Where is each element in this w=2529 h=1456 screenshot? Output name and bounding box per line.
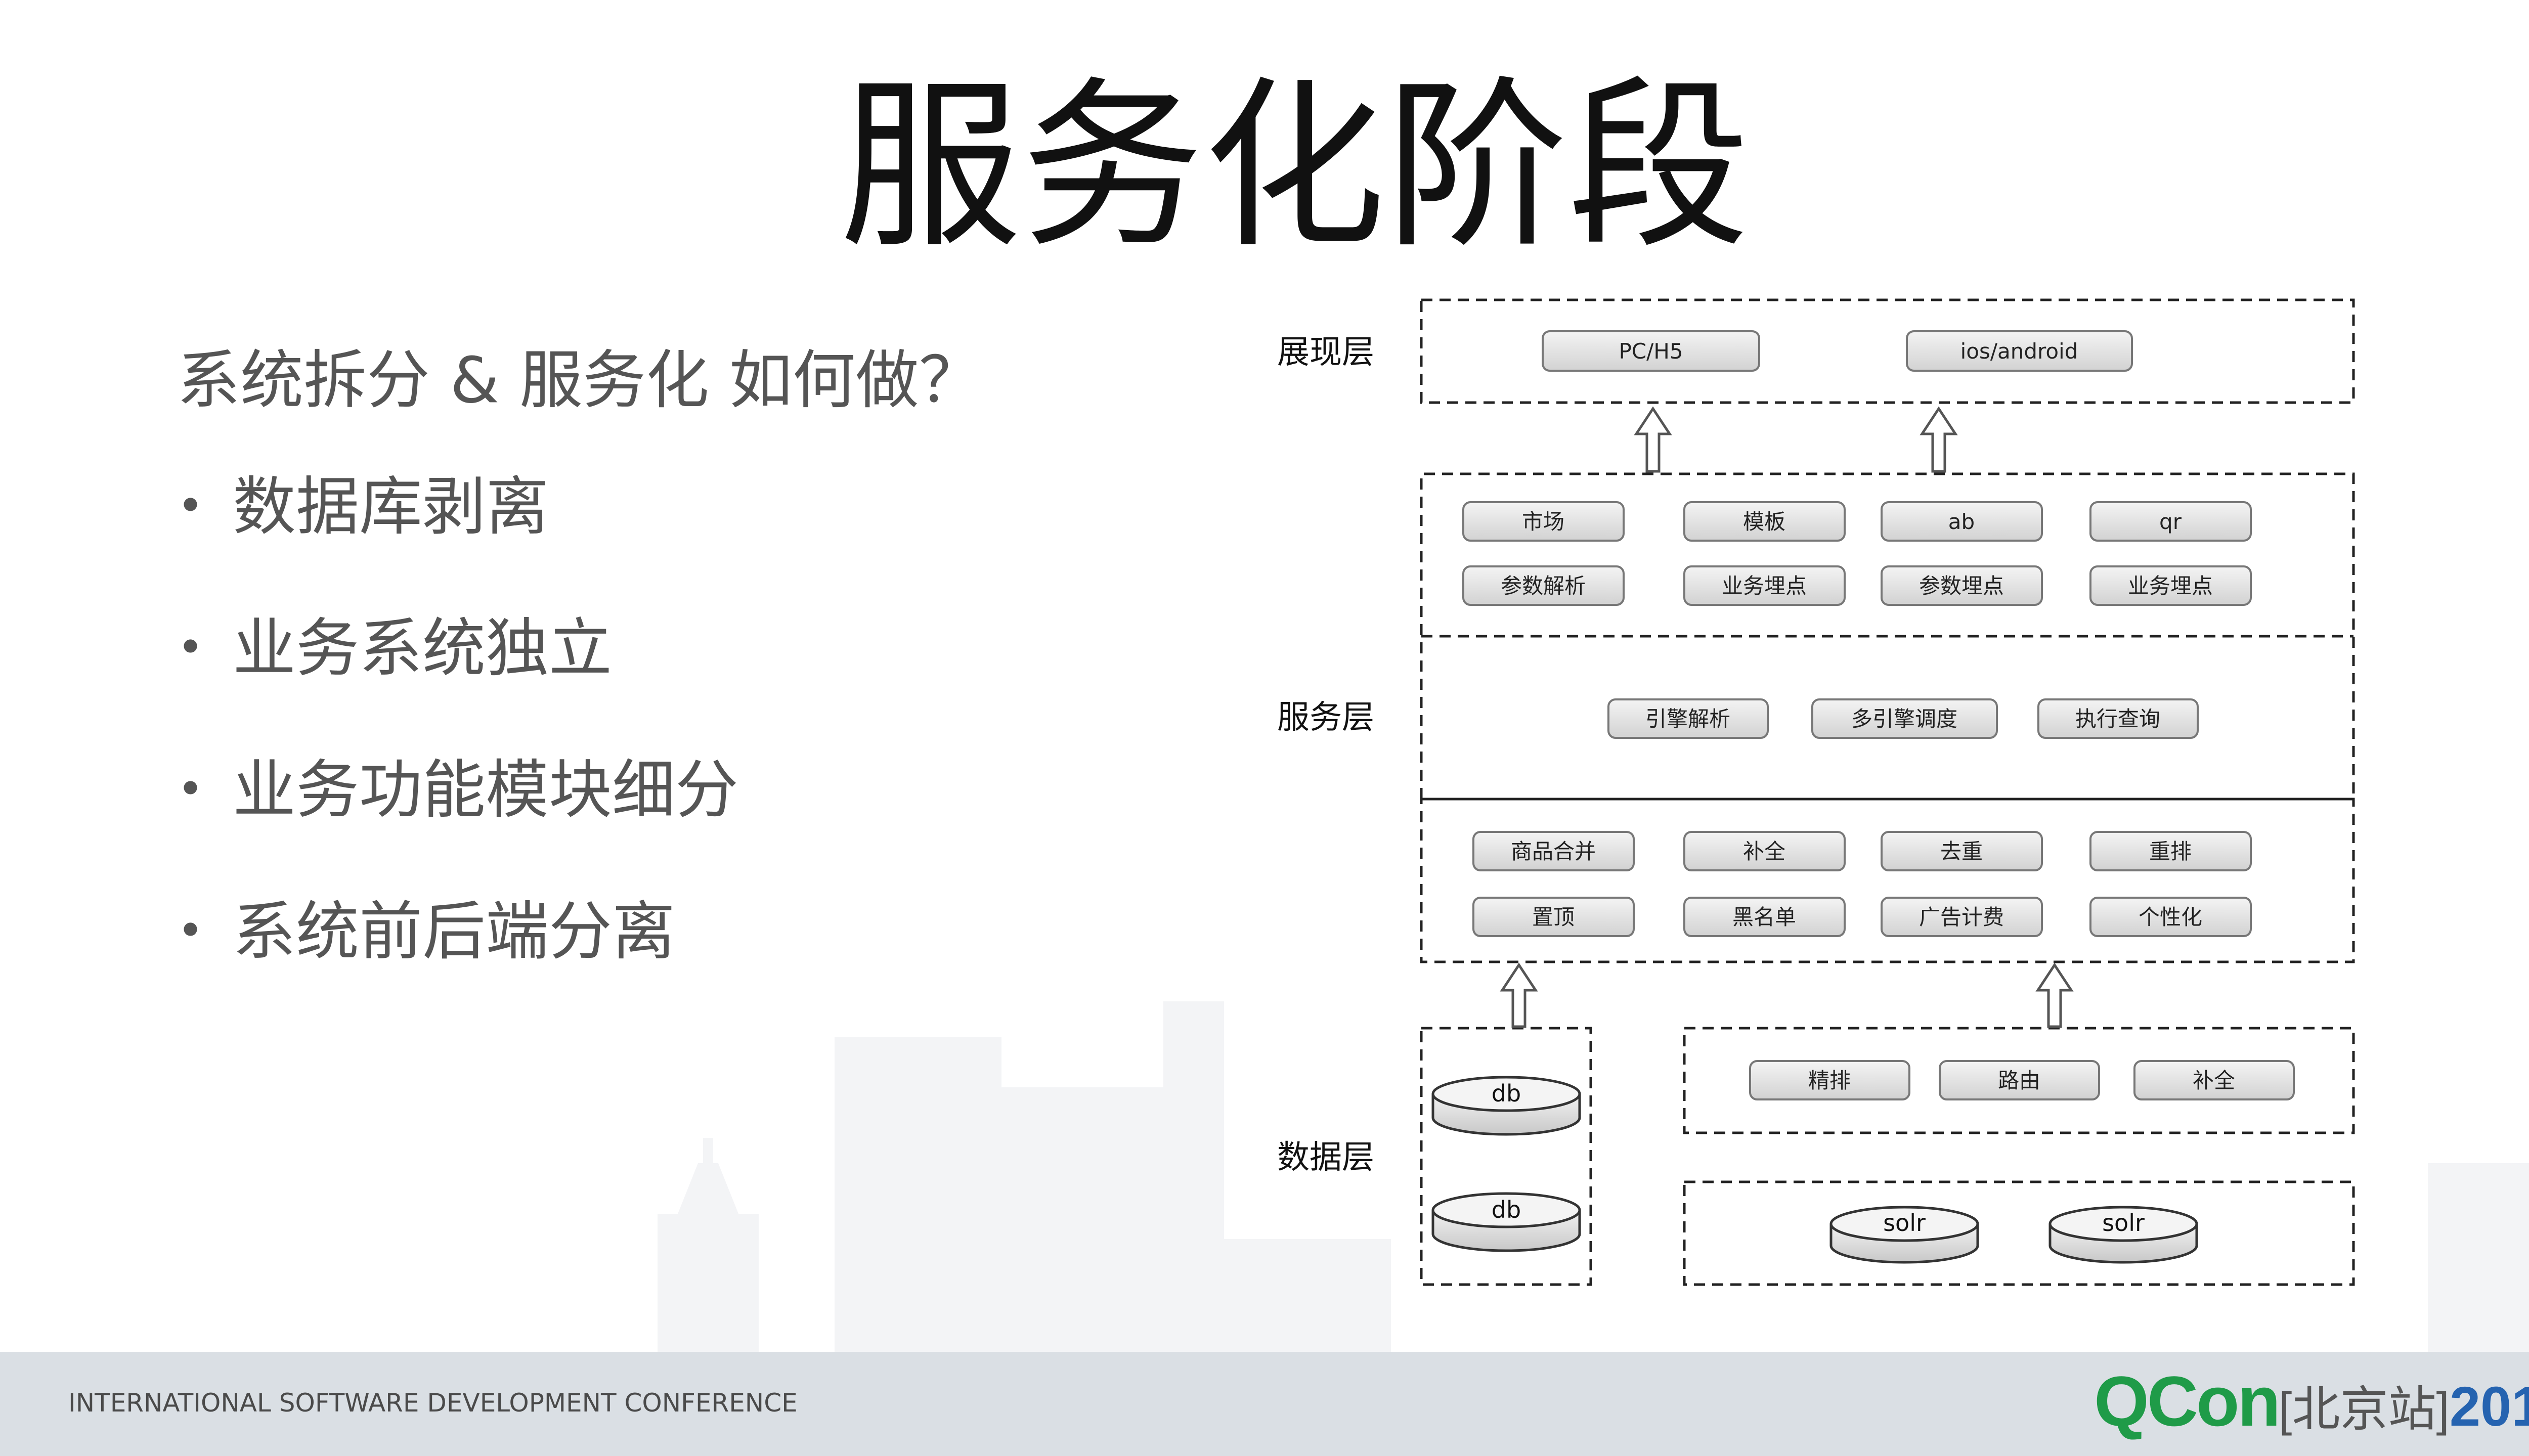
node-label: 参数埋点	[1919, 573, 2004, 598]
diagram-node: 重排	[2089, 831, 2252, 871]
bullet-item: • 业务系统独立	[177, 597, 612, 688]
logo-year: 2017	[2449, 1376, 2529, 1438]
up-arrow-icon	[1634, 406, 1672, 473]
diagram-node: 参数埋点	[1881, 565, 2043, 606]
node-label: 补全	[1743, 839, 1785, 864]
node-label: 执行查询	[2075, 707, 2160, 731]
conference-name: INTERNATIONAL SOFTWARE DEVELOPMENT CONFE…	[68, 1388, 798, 1418]
layer-label-service: 服务层	[1277, 699, 1374, 736]
diagram-node: ab	[1881, 501, 2043, 542]
diagram-node: 精排	[1749, 1060, 1910, 1100]
db-group-box	[1420, 1027, 1592, 1286]
diagram-node: 补全	[2133, 1060, 2295, 1100]
diagram-node: 商品合并	[1472, 831, 1635, 871]
diagram-node: 市场	[1462, 501, 1625, 542]
diagram-node: qr	[2089, 501, 2252, 542]
bullet-item: • 数据库剥离	[177, 455, 549, 547]
bullet-dot: •	[177, 621, 204, 675]
database-icon: db	[1431, 1076, 1581, 1136]
node-label: 精排	[1808, 1068, 1851, 1093]
presentation-layer-box	[1420, 298, 2355, 404]
bullet-item: • 系统前后端分离	[177, 880, 675, 972]
diagram-node: 个性化	[2089, 897, 2252, 937]
database-icon: solr	[2048, 1206, 2198, 1264]
bullet-text: 业务功能模块细分	[233, 754, 738, 827]
node-label: 去重	[1940, 839, 1983, 864]
bullet-dot: •	[177, 479, 204, 533]
service-layer-box-top	[1420, 472, 2355, 801]
bullet-item: • 业务功能模块细分	[177, 738, 738, 830]
node-label: 业务埋点	[1722, 573, 1807, 598]
diagram-node: 引擎解析	[1607, 698, 1769, 739]
diagram-node: 多引擎调度	[1811, 698, 1998, 739]
diagram-node: 业务埋点	[2089, 565, 2252, 606]
engine-group-box	[1683, 1027, 2355, 1134]
footer-bar	[0, 1352, 2529, 1456]
diagram-node: 置顶	[1472, 897, 1635, 937]
node-label: qr	[2159, 509, 2182, 534]
node-label: 模板	[1743, 509, 1785, 534]
diagram-node: 去重	[1881, 831, 2043, 871]
layer-label-data: 数据层	[1277, 1139, 1374, 1176]
bullet-text: 系统前后端分离	[233, 895, 675, 968]
up-arrow-icon	[1500, 962, 1538, 1028]
db-label: db	[1492, 1080, 1521, 1107]
diagram-node: 业务埋点	[1683, 565, 1846, 606]
node-label: 个性化	[2139, 905, 2202, 930]
logo-main: QCon	[2094, 1361, 2281, 1441]
diagram-node: PC/H5	[1542, 330, 1760, 372]
node-label: 置顶	[1532, 905, 1575, 930]
diagram-node: 广告计费	[1881, 897, 2043, 937]
bullet-dot: •	[177, 904, 204, 958]
node-label: 参数解析	[1501, 573, 1586, 598]
node-label: 商品合并	[1511, 839, 1596, 864]
diagram-node: 执行查询	[2037, 698, 2199, 739]
bullet-text: 业务系统独立	[233, 612, 612, 685]
database-icon: solr	[1829, 1206, 1979, 1264]
solr-label: solr	[2102, 1209, 2145, 1237]
diagram-node: 补全	[1683, 831, 1846, 871]
database-icon: db	[1431, 1192, 1581, 1252]
node-label: 引擎解析	[1645, 707, 1730, 731]
diagram-node: 参数解析	[1462, 565, 1625, 606]
bullet-text: 数据库剥离	[233, 470, 549, 544]
diagram-node: 路由	[1939, 1060, 2100, 1100]
node-label: 补全	[2193, 1068, 2235, 1093]
solr-group-box	[1683, 1180, 2355, 1286]
qcon-logo: QCon[北京站]2017	[2094, 1360, 2529, 1442]
node-label: PC/H5	[1619, 339, 1683, 364]
diagram-node: ios/android	[1906, 330, 2133, 372]
node-label: 广告计费	[1919, 905, 2004, 930]
layer-label-presentation: 展现层	[1277, 334, 1374, 371]
node-label: 市场	[1522, 509, 1564, 534]
up-arrow-icon	[1920, 406, 1958, 473]
node-label: 路由	[1998, 1068, 2040, 1093]
node-label: 多引擎调度	[1851, 707, 1957, 731]
bullet-dot: •	[177, 763, 204, 816]
node-label: 重排	[2149, 839, 2192, 864]
db-label: db	[1492, 1196, 1521, 1223]
solr-label: solr	[1883, 1209, 1926, 1237]
node-label: ab	[1948, 509, 1975, 534]
node-label: 业务埋点	[2128, 573, 2213, 598]
node-label: ios/android	[1960, 339, 2078, 364]
diagram-node: 黑名单	[1683, 897, 1846, 937]
page-title: 服务化阶段	[839, 61, 1750, 273]
diagram-node: 模板	[1683, 501, 1846, 542]
question-heading: 系统拆分 & 服务化 如何做？	[177, 344, 982, 417]
node-label: 黑名单	[1732, 905, 1796, 930]
logo-city: [北京站]	[2279, 1383, 2450, 1436]
service-layer-box-bottom	[1420, 798, 2355, 963]
up-arrow-icon	[2035, 962, 2074, 1028]
